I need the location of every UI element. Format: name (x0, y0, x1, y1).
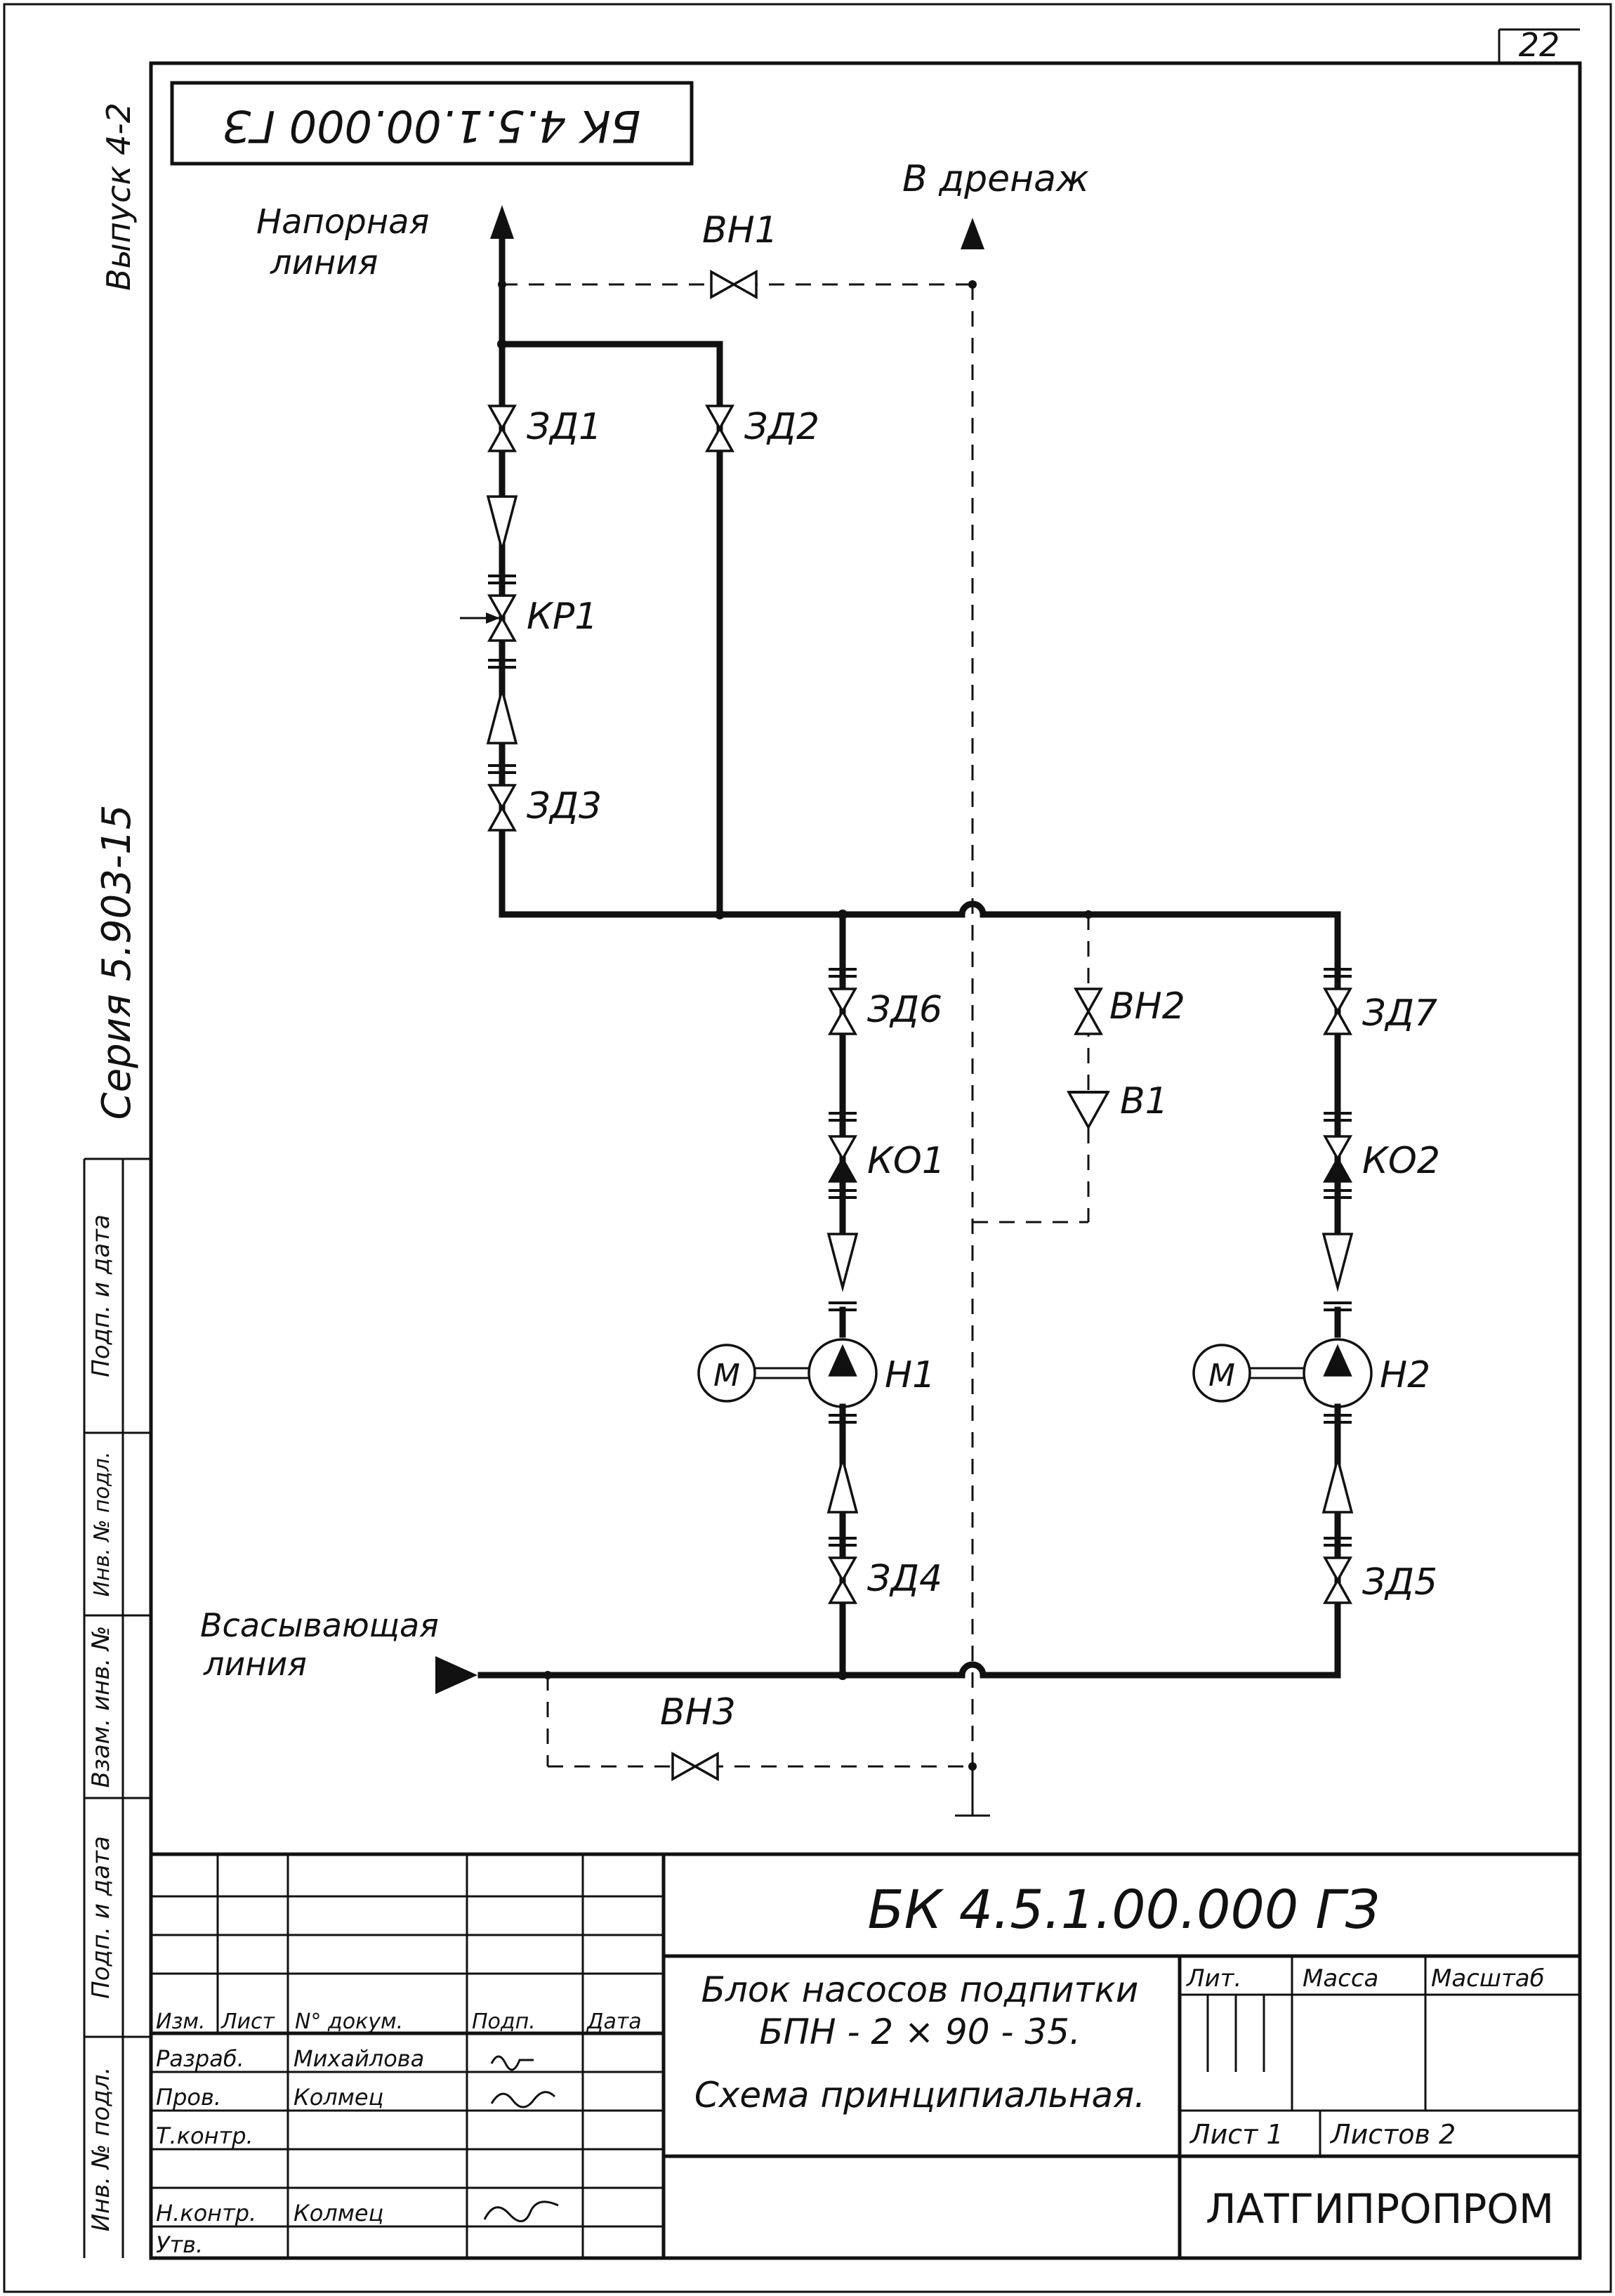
label-zd6: ЗД6 (867, 989, 942, 1031)
label-motor-1: М (713, 1358, 740, 1393)
drain-label: В дренаж (902, 158, 1089, 200)
label-zd7: ЗД7 (1362, 992, 1437, 1035)
suction-line-arrow (435, 1656, 477, 1694)
drain-piping (502, 283, 1090, 1817)
title-line-1: Блок насосов подпитки (701, 1969, 1139, 2010)
signatures (483, 2055, 559, 2222)
valve-vn1 (710, 270, 758, 299)
label-vn3: ВН3 (660, 1691, 736, 1733)
role-ncontrol: Н.контр. (156, 2200, 256, 2226)
stamp-inv-orig: Инв. № подл. (87, 2067, 115, 2232)
name-developer: Михайлова (294, 2045, 424, 2072)
header-lit: Лит. (1185, 1964, 1241, 1993)
label-h2: Н2 (1380, 1354, 1430, 1396)
pressure-line-label-1: Напорная (256, 202, 429, 242)
col-doc: N° докум. (295, 2009, 403, 2034)
stamp-sign-date-1: Подп. и дата (87, 1214, 115, 1377)
title-doc-code: БК 4.5.1.00.000 ГЗ (868, 1878, 1380, 1941)
title-line-3: Схема принципиальная. (694, 2075, 1145, 2115)
motor-m2 (1192, 1344, 1251, 1403)
reducer-1 (487, 495, 518, 551)
drawing-frame (149, 61, 1582, 2260)
role-checked: Пров. (156, 2084, 221, 2111)
title-block-grid (151, 1852, 1580, 2258)
suction-line-label-2: линия (203, 1645, 307, 1683)
drain-valve-branch (1067, 988, 1110, 1130)
label-zd1: ЗД1 (527, 406, 602, 448)
pump2-branch (1192, 968, 1373, 1604)
outer-frame (3, 3, 1612, 2293)
valve-zd2 (706, 405, 734, 452)
title-line-2: БПН - 2 × 90 - 35. (759, 2012, 1081, 2052)
issue-label: Выпуск 4-2 (100, 103, 138, 291)
label-vn1: ВН1 (702, 209, 778, 251)
reducer-2 (487, 688, 518, 744)
label-kr1: КР1 (527, 596, 598, 638)
series-label: Серия 5.903-15 (94, 805, 140, 1120)
header-mass: Масса (1303, 1964, 1378, 1993)
regulator-kr1 (460, 575, 518, 669)
valve-vn3 (671, 1752, 719, 1780)
label-zd3: ЗД3 (527, 785, 602, 827)
stamp-replace-inv: Взам. инв. № (87, 1626, 115, 1788)
label-ko1: КО1 (867, 1140, 945, 1182)
label-zd5: ЗД5 (1362, 1561, 1437, 1603)
label-zd2: ЗД2 (744, 406, 819, 448)
label-h1: Н1 (885, 1354, 935, 1396)
valve-zd1 (488, 405, 516, 452)
name-checker: Колмец (294, 2084, 383, 2111)
label-zd4: ЗД4 (867, 1558, 942, 1600)
label-motor-2: М (1208, 1358, 1235, 1393)
pump1-branch (697, 968, 878, 1604)
label-vn2: ВН2 (1109, 985, 1185, 1028)
sheet-label: Лист 1 (1189, 2119, 1284, 2150)
stamp-sign-date-2: Подп. и дата (87, 1836, 115, 1999)
suction-piping (477, 1415, 1341, 1679)
sheets-label: Листов 2 (1329, 2119, 1456, 2150)
org-name: ЛАТГИПРОПРОМ (1206, 2185, 1554, 2233)
pressure-line-arrow (490, 205, 514, 239)
rotated-doc-code: БК 4.5.1.00.000 ГЗ (223, 100, 641, 152)
col-sign: Подп. (472, 2009, 536, 2034)
role-approved: Утв. (156, 2231, 203, 2258)
col-izm: Изм. (156, 2009, 206, 2034)
pressure-line-label-2: линия (270, 243, 378, 282)
sheet-number-box: 22 (1498, 26, 1580, 64)
header-scale: Масштаб (1431, 1964, 1545, 1993)
role-tcontrol: Т.контр. (156, 2123, 253, 2149)
pressure-piping (499, 228, 1341, 1240)
drain-arrow (961, 218, 984, 249)
stamp-inv-dup: Инв. № подл. (90, 1452, 114, 1597)
motor-m1 (697, 1344, 756, 1403)
label-ko2: КО2 (1362, 1140, 1440, 1182)
label-v1: В1 (1120, 1080, 1168, 1122)
rotated-code-box: БК 4.5.1.00.000 ГЗ (170, 81, 694, 166)
name-ncontrol: Колмец (294, 2200, 383, 2226)
left-stamp-strip (83, 1157, 151, 2258)
role-developed: Разраб. (156, 2045, 244, 2072)
col-date: Дата (586, 2009, 642, 2034)
suction-line-label-1: Всасывающая (200, 1606, 439, 1644)
sheet-number: 22 (1519, 26, 1560, 64)
col-list: Лист (220, 2009, 276, 2034)
